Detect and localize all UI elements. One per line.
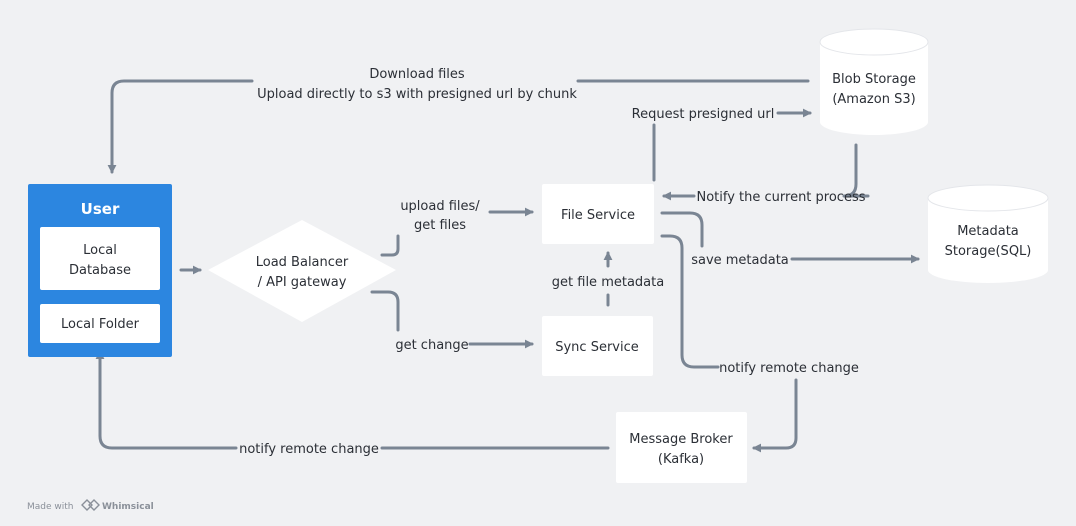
label-download-files: Download files [369,67,465,82]
edge-blob-down [842,143,870,198]
label-upload-presigned: Upload directly to s3 with presigned url… [257,87,577,102]
load-balancer-node[interactable]: Load Balancer / API gateway [208,220,396,322]
local-database-label-2: Database [69,263,131,278]
whimsical-logo-icon [81,499,100,511]
made-with-label: Made with [27,502,74,512]
edge-lb-to-fileservice-a [380,234,400,257]
edge-blob-to-user [112,79,810,172]
local-folder-node[interactable]: Local Folder [40,304,160,343]
label-request-presigned: Request presigned url [632,107,775,122]
label-notify-remote-change-right: notify remote change [719,361,859,376]
label-get-file-metadata: get file metadata [552,275,664,290]
sync-service-node[interactable]: Sync Service [542,316,653,376]
label-save-metadata: save metadata [691,253,789,268]
edge-save-metadata-a [660,211,704,248]
blob-storage-label-1: Blob Storage [832,72,916,87]
label-upload-files: upload files/ [400,199,480,214]
label-get-files: get files [414,218,466,233]
local-database-node[interactable]: Local Database [40,227,160,290]
local-folder-label: Local Folder [61,317,140,332]
label-get-change: get change [395,338,468,353]
load-balancer-label-2: / API gateway [258,275,347,290]
label-notify-process: Notify the current process [696,190,865,205]
sync-service-label: Sync Service [555,340,639,355]
message-broker-node[interactable]: Message Broker (Kafka) [616,412,747,483]
user-node[interactable]: User Local Database Local Folder [28,184,172,357]
user-title: User [81,200,120,218]
blob-storage-label-2: (Amazon S3) [832,92,915,107]
whimsical-brand: Whimsical [102,502,154,512]
metadata-storage-node[interactable]: Metadata Storage(SQL) [927,184,1049,283]
load-balancer-label-1: Load Balancer [256,255,349,270]
edge-fileservice-to-broker-a [660,234,720,369]
edge-fileservice-to-broker-b [752,378,798,453]
edge-broker-to-user-b [95,350,238,450]
metadata-storage-label-1: Metadata [957,224,1019,239]
message-broker-label-1: Message Broker [629,432,733,447]
edge-lb-to-sync-a [370,290,400,332]
file-service-node[interactable]: File Service [542,184,654,244]
message-broker-label-2: (Kafka) [658,452,704,467]
local-database-label-1: Local [83,243,117,258]
blob-storage-node[interactable]: Blob Storage (Amazon S3) [819,28,929,135]
label-notify-remote-change-bottom: notify remote change [239,442,379,457]
metadata-storage-label-2: Storage(SQL) [945,244,1032,259]
file-service-label: File Service [561,208,635,223]
made-with-badge[interactable]: Made with Whimsical [27,499,154,512]
